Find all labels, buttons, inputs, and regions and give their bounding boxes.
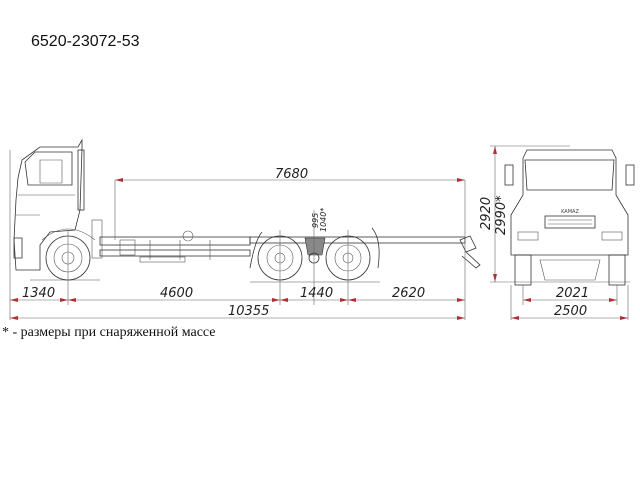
side-view: 7680 1340 4600 1440 2620 10355 995 1040* (9, 138, 481, 320)
dim-track: 2021 (556, 286, 589, 301)
dim-width: 2500 (554, 304, 587, 319)
dim-front-overhang: 1340 (22, 286, 55, 301)
dim-rear-overhang: 2620 (392, 286, 425, 301)
model-title: 6520-23072-53 (31, 33, 140, 50)
dim-tandem-spacing: 1440 (300, 286, 333, 301)
dim-overall-length: 10355 (228, 304, 269, 319)
grille-logo: KAMAZ (561, 209, 579, 215)
dim-frame-height-loaded: 1040* (319, 208, 328, 232)
dim-frame-length: 7680 (275, 167, 308, 182)
front-view: KAMAZ 2920 2990* 2021 2500 (479, 145, 635, 320)
dim-height: 2920 (479, 197, 494, 230)
dim-wheelbase-front: 4600 (160, 286, 193, 301)
dim-frame-height: 995 (311, 213, 320, 228)
dim-height-loaded: 2990* (494, 195, 509, 235)
footnote: * - размеры при снаряженной массе (2, 325, 216, 340)
